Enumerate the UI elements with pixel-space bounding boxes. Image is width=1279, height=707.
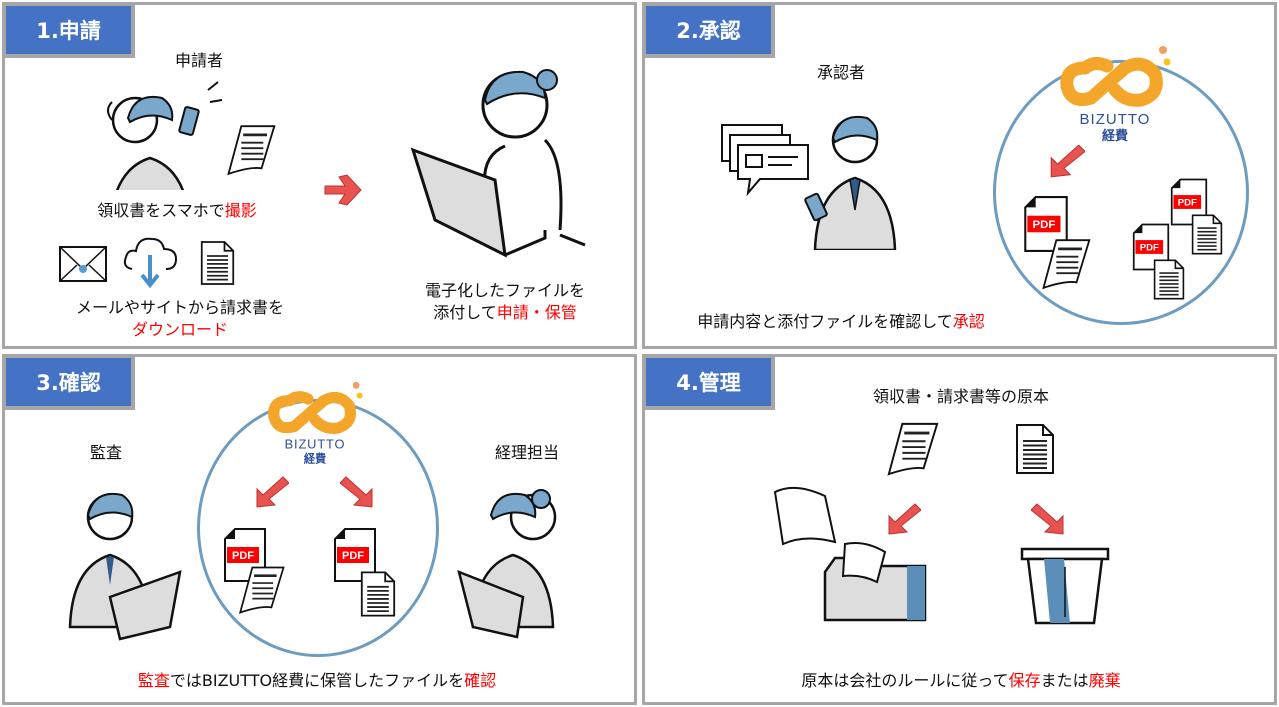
caption-highlight: 撮影 (224, 201, 257, 220)
panel-apply: 1.申請 申請者 領収書をスマホで撮影 メールやサイトから請求書を ダウンロード… (2, 2, 637, 349)
pdf-file-icon: PDF (1023, 195, 1069, 253)
applicant-photo-illustration (90, 80, 230, 190)
svg-text:経費: 経費 (1102, 128, 1128, 143)
check-caption: 監査ではBIZUTTO経費に保管したファイルを確認 (138, 670, 496, 691)
document-icon (200, 237, 235, 289)
receipt-icon (223, 120, 278, 180)
bizutto-storage-circle (993, 60, 1249, 325)
approver-illustration (795, 100, 920, 250)
submit-caption-line2: 添付して申請・保管 (433, 302, 577, 323)
message-bubbles-icon (720, 123, 815, 198)
caption-highlight: 承認 (952, 312, 985, 331)
svg-text:PDF: PDF (1178, 197, 1197, 208)
pdf-file-icon: PDF (1132, 222, 1170, 272)
document-icon (1191, 213, 1223, 256)
applicant-laptop-illustration (405, 60, 590, 260)
svg-text:PDF: PDF (1140, 242, 1159, 253)
accountant-illustration (453, 477, 593, 647)
capture-caption: 領収書をスマホで撮影 (97, 200, 257, 221)
receipt-icon (235, 563, 287, 617)
arrow-down-left-icon (1047, 143, 1085, 179)
panel-title: 3.確認 (2, 354, 135, 410)
submit-caption-line1: 電子化したファイルを (424, 281, 586, 300)
receipt-icon (883, 419, 941, 479)
applicant-label: 申請者 (174, 51, 224, 70)
caption-text: 原本は会社のルールに従って (801, 671, 1009, 690)
cloud-download-icon (120, 233, 180, 289)
approver-label: 承認者 (816, 63, 866, 82)
arrow-down-left-icon (885, 502, 921, 536)
document-icon (360, 570, 396, 618)
trash-can-icon (1020, 547, 1110, 625)
svg-text:BIZUTTO: BIZUTTO (1080, 111, 1151, 128)
download-caption-highlight: ダウンロード (131, 320, 229, 339)
caption-highlight: 確認 (464, 671, 497, 690)
svg-text:BIZUTTO: BIZUTTO (285, 437, 346, 452)
arrow-down-right-icon (340, 475, 376, 509)
caption-text: ではBIZUTTO経費に保管したファイルを (169, 671, 465, 690)
approve-caption: 申請内容と添付ファイルを確認して承認 (697, 311, 985, 332)
pdf-file-icon: PDF (333, 527, 377, 583)
svg-text:経費: 経費 (304, 451, 326, 465)
svg-text:PDF: PDF (342, 550, 364, 562)
arrow-down-left-icon (253, 475, 289, 509)
caption-text: 申請内容と添付ファイルを確認して (697, 312, 953, 331)
caption-highlight: 保存 (1008, 671, 1041, 690)
panel-manage: 4.管理 領収書・請求書等の原本 原本は会社のルールに従って保存または廃棄 (642, 354, 1277, 705)
accounting-label: 経理担当 (494, 443, 560, 462)
originals-label: 領収書・請求書等の原本 (872, 387, 1050, 406)
envelope-icon (57, 243, 109, 287)
caption-highlight: 廃棄 (1088, 671, 1121, 690)
arrow-right-icon (323, 173, 363, 207)
caption-text: 添付して (433, 303, 497, 322)
caption-highlight: 監査 (137, 671, 170, 690)
arrow-down-right-icon (1031, 502, 1067, 536)
auditor-label: 監査 (89, 443, 123, 462)
document-icon (1015, 423, 1055, 475)
folder-storage-icon (765, 482, 935, 622)
receipt-icon (1038, 235, 1093, 293)
svg-text:PDF: PDF (232, 550, 254, 562)
svg-text:PDF: PDF (1033, 219, 1056, 231)
pdf-file-icon: PDF (1170, 177, 1208, 227)
panel-title: 1.申請 (2, 2, 135, 58)
caption-highlight: 申請・保管 (496, 303, 577, 322)
manage-caption: 原本は会社のルールに従って保存または廃棄 (801, 670, 1120, 691)
caption-text: または (1040, 671, 1089, 690)
download-caption-line1: メールやサイトから請求書を (75, 298, 285, 317)
caption-text: 領収書をスマホで (97, 201, 225, 220)
auditor-illustration (50, 477, 190, 647)
panel-title: 4.管理 (642, 354, 775, 410)
panel-title: 2.承認 (642, 2, 775, 58)
document-icon (1153, 258, 1185, 301)
